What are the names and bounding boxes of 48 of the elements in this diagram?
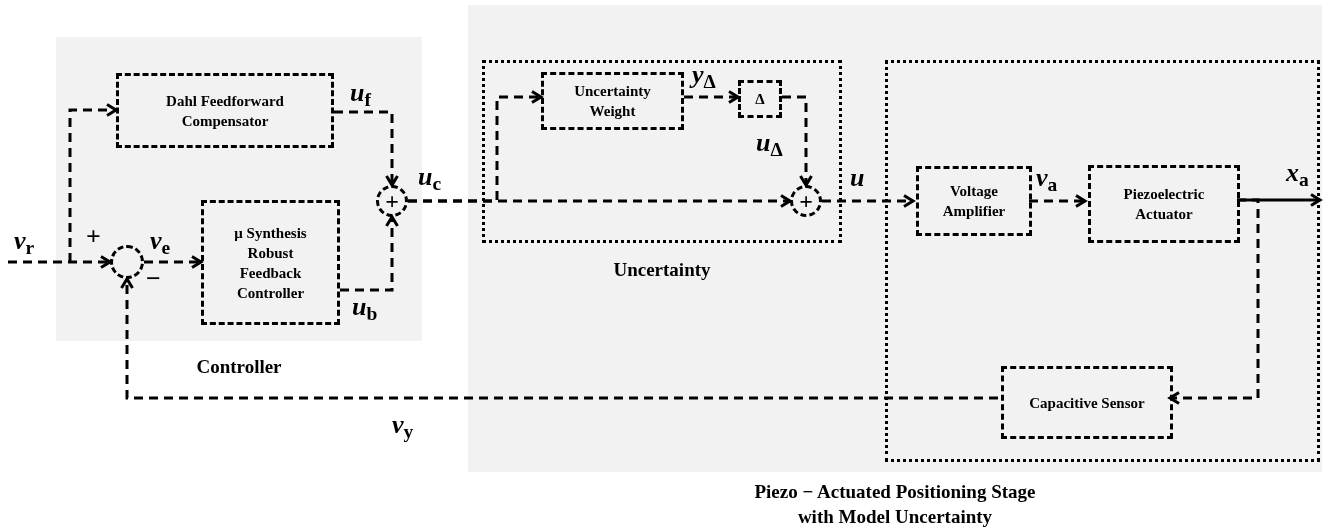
plus-sign: + (385, 189, 399, 213)
arrow (144, 255, 203, 269)
arrow (1029, 194, 1087, 208)
dotted-frame (885, 60, 1320, 462)
block-label: μ Synthesis Robust Feedback Controller (233, 223, 308, 303)
sign-label: − (146, 266, 161, 292)
arrow (782, 95, 813, 187)
block-label: Capacitive Sensor (1028, 393, 1146, 413)
block (116, 73, 334, 148)
arrow (340, 215, 399, 292)
arrow (408, 194, 792, 208)
region-title: Piezo − Actuated Positioning Stage with Model Uncertainty (753, 480, 1037, 529)
arrow (68, 103, 118, 262)
signal-label: v$_{a}$ (1036, 165, 1058, 191)
summing-junction (110, 245, 144, 279)
block (1088, 165, 1240, 243)
shaded-region (468, 5, 1322, 529)
block-label: Uncertainty Weight (573, 82, 652, 121)
arrow (684, 90, 740, 104)
region-title: Uncertainty (613, 258, 711, 282)
block (201, 200, 340, 325)
signal-label: u$_{Δ}$ (756, 130, 783, 156)
block-label: Dahl Feedforward Compensator (165, 91, 285, 131)
summing-junction (376, 185, 408, 217)
signal-label: v$_{r}$ (14, 228, 35, 254)
arrow (120, 277, 998, 400)
block-label: Voltage Amplifier (941, 182, 1007, 221)
block (738, 80, 782, 118)
signal-label: u$_{c}$ (418, 164, 442, 190)
signal-label: x$_{a}$ (1286, 160, 1309, 186)
dotted-frame (482, 60, 842, 282)
signal-label: u$_{f}$ (350, 80, 371, 106)
block-label: Δ (754, 90, 766, 109)
summing-junction (790, 185, 822, 217)
block-label: Piezoelectric Actuator (1122, 185, 1206, 224)
block (541, 72, 684, 130)
block (1001, 366, 1173, 439)
signal-label: v$_{e}$ (150, 228, 171, 254)
arrow (334, 110, 399, 187)
block (916, 166, 1032, 236)
arrow (822, 194, 915, 208)
signal-label: u$_{b}$ (352, 294, 378, 320)
signal-label: u (850, 165, 865, 191)
plus-sign: + (799, 189, 813, 213)
region-title: Controller (196, 355, 282, 379)
arrow (8, 255, 112, 269)
sign-label: + (86, 224, 101, 250)
arrow (1168, 198, 1260, 405)
